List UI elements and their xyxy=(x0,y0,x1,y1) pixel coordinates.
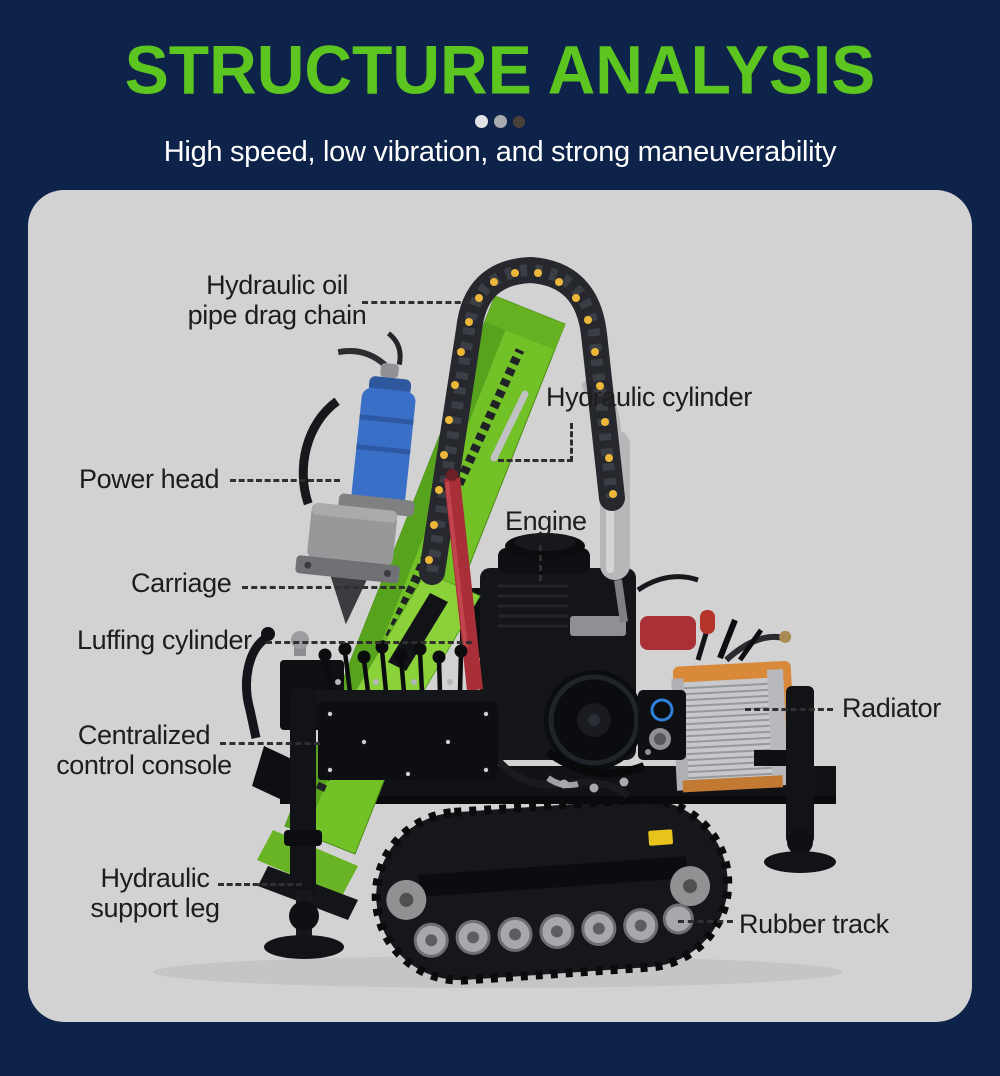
label-hydraulic-support-leg: Hydraulic support leg xyxy=(90,863,220,924)
label-hydraulic-cylinder: Hydraulic cylinder xyxy=(546,382,752,412)
support-leg-left xyxy=(264,688,344,959)
connector-drag-chain xyxy=(362,301,470,304)
drag-chain-dots xyxy=(425,269,617,564)
hand-levers xyxy=(695,610,764,662)
connector-hydraulic-cylinder xyxy=(498,423,573,462)
engine xyxy=(460,533,699,799)
label-power-head: Power head xyxy=(79,464,220,494)
drill-bit xyxy=(330,576,367,625)
track-road-wheels xyxy=(413,903,694,958)
rear-handle xyxy=(242,627,275,739)
gauge-pod xyxy=(638,690,686,760)
label-radiator: Radiator xyxy=(842,693,941,723)
track-yellow-marker xyxy=(648,829,673,846)
diagram-card: Hydraulic oil pipe drag chain Hydraulic … xyxy=(28,190,972,1022)
carousel-dot-2 xyxy=(494,114,507,128)
drag-chain xyxy=(419,256,625,585)
label-luffing-cylinder: Luffing cylinder xyxy=(77,625,252,655)
connector-control-console xyxy=(220,742,320,745)
carousel-dot-1 xyxy=(475,114,488,128)
carousel-dots xyxy=(0,114,1000,128)
header: STRUCTURE ANALYSIS High speed, low vibra… xyxy=(0,0,1000,169)
label-carriage: Carriage xyxy=(131,568,232,598)
connector-engine xyxy=(539,545,542,581)
page-title: STRUCTURE ANALYSIS xyxy=(124,30,876,108)
connector-carriage xyxy=(242,586,405,589)
hydraulic-cylinder-rod xyxy=(490,390,529,462)
label-hydraulic-oil-pipe-drag-chain: Hydraulic oil pipe drag chain xyxy=(187,270,367,331)
machine-illustration xyxy=(153,256,843,988)
label-centralized-control-console: Centralized control console xyxy=(56,720,232,781)
support-leg-right xyxy=(754,686,836,873)
radiator xyxy=(671,630,797,793)
connector-power-head xyxy=(230,479,340,482)
label-engine: Engine xyxy=(505,506,587,536)
page-subtitle: High speed, low vibration, and strong ma… xyxy=(163,135,837,168)
control-console xyxy=(314,640,502,780)
label-rubber-track: Rubber track xyxy=(739,909,889,939)
rubber-track xyxy=(371,794,733,985)
connector-luffing-cylinder xyxy=(266,641,472,644)
power-head xyxy=(295,331,416,625)
red-tank xyxy=(640,616,696,650)
connector-rubber-track xyxy=(678,920,733,923)
connector-support-leg xyxy=(218,883,302,886)
connector-radiator xyxy=(745,708,833,711)
console-levers xyxy=(322,649,464,693)
carousel-dot-3 xyxy=(513,115,525,128)
